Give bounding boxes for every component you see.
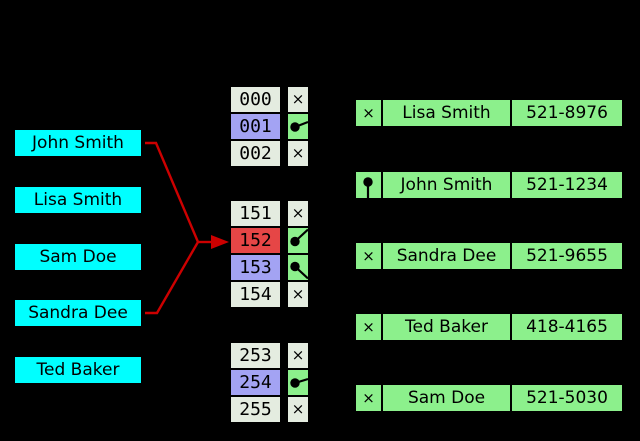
bucket-pointer-001 xyxy=(286,112,310,141)
bucket-pointer-253: × xyxy=(286,341,310,370)
entry-name: Ted Baker xyxy=(381,312,512,342)
entry-next-pointer: × xyxy=(354,383,383,413)
key-ted-baker: Ted Baker xyxy=(13,355,143,385)
arrow-from-john-smith xyxy=(145,141,200,243)
arrowhead-icon xyxy=(211,235,229,249)
null-pointer-icon: × xyxy=(291,346,305,364)
entry-lisa-smith: × Lisa Smith 521-8976 xyxy=(354,98,624,128)
entry-sandra-dee: × Sandra Dee 521-9655 xyxy=(354,241,624,271)
entry-phone: 521-5030 xyxy=(510,383,624,413)
bucket-row-152: 152 xyxy=(229,226,310,255)
entry-phone: 521-9655 xyxy=(510,241,624,271)
entry-next-pointer: × xyxy=(354,312,383,342)
bucket-row-253: 253 × xyxy=(229,341,310,370)
null-pointer-icon: × xyxy=(362,317,375,336)
bucket-row-153: 153 xyxy=(229,253,310,282)
bucket-row-254: 254 xyxy=(229,368,310,397)
pointer-dot-icon xyxy=(290,120,308,132)
null-pointer-icon: × xyxy=(291,144,305,162)
bucket-index-254: 254 xyxy=(229,368,282,397)
key-label: Sam Doe xyxy=(39,247,117,267)
bucket-row-154: 154 × xyxy=(229,280,310,309)
entry-next-pointer: × xyxy=(354,241,383,271)
entry-phone: 521-1234 xyxy=(510,170,624,200)
pointer-dot-icon xyxy=(290,228,308,247)
pointer-dot-icon xyxy=(290,261,308,280)
key-lisa-smith: Lisa Smith xyxy=(13,185,143,215)
bucket-group-151: 151 × 152 153 154 × xyxy=(229,199,310,309)
bucket-index-154: 154 xyxy=(229,280,282,309)
bucket-row-151: 151 × xyxy=(229,199,310,228)
entry-next-pointer: × xyxy=(354,98,383,128)
key-sandra-dee: Sandra Dee xyxy=(13,298,143,328)
null-pointer-icon: × xyxy=(291,400,305,418)
bucket-index-153: 153 xyxy=(229,253,282,282)
bucket-pointer-254 xyxy=(286,368,310,397)
key-john-smith: John Smith xyxy=(13,128,143,158)
bucket-index-255: 255 xyxy=(229,395,282,424)
key-label: Sandra Dee xyxy=(28,303,128,323)
arrow-from-sandra-dee xyxy=(145,241,200,315)
null-pointer-icon: × xyxy=(291,90,305,108)
bucket-index-000: 000 xyxy=(229,85,282,114)
key-label: Ted Baker xyxy=(36,360,120,380)
pointer-dot-icon xyxy=(290,377,308,388)
entry-name: Sam Doe xyxy=(381,383,512,413)
entry-phone: 418-4165 xyxy=(510,312,624,342)
key-label: Lisa Smith xyxy=(33,190,123,210)
bucket-index-253: 253 xyxy=(229,341,282,370)
bucket-pointer-154: × xyxy=(286,280,310,309)
null-pointer-icon: × xyxy=(362,103,375,122)
entry-next-pointer xyxy=(354,170,383,200)
entry-sam-doe: × Sam Doe 521-5030 xyxy=(354,383,624,413)
pointer-dot-icon xyxy=(363,177,373,198)
entry-name: Sandra Dee xyxy=(381,241,512,271)
bucket-index-002: 002 xyxy=(229,139,282,168)
bucket-group-000: 000 × 001 002 × xyxy=(229,85,310,168)
key-label: John Smith xyxy=(32,133,124,153)
bucket-pointer-000: × xyxy=(286,85,310,114)
entry-name: Lisa Smith xyxy=(381,98,512,128)
null-pointer-icon: × xyxy=(362,388,375,407)
null-pointer-icon: × xyxy=(362,246,375,265)
bucket-pointer-152 xyxy=(286,226,310,255)
bucket-index-151: 151 xyxy=(229,199,282,228)
entry-john-smith: John Smith 521-1234 xyxy=(354,170,624,200)
entry-phone: 521-8976 xyxy=(510,98,624,128)
entry-name: John Smith xyxy=(381,170,512,200)
bucket-pointer-151: × xyxy=(286,199,310,228)
entry-ted-baker: × Ted Baker 418-4165 xyxy=(354,312,624,342)
null-pointer-icon: × xyxy=(291,285,305,303)
bucket-group-253: 253 × 254 255 × xyxy=(229,341,310,424)
bucket-pointer-153 xyxy=(286,253,310,282)
null-pointer-icon: × xyxy=(291,204,305,222)
bucket-row-255: 255 × xyxy=(229,395,310,424)
bucket-index-152: 152 xyxy=(229,226,282,255)
bucket-pointer-255: × xyxy=(286,395,310,424)
bucket-index-001: 001 xyxy=(229,112,282,141)
key-sam-doe: Sam Doe xyxy=(13,242,143,272)
bucket-row-001: 001 xyxy=(229,112,310,141)
bucket-row-002: 002 × xyxy=(229,139,310,168)
bucket-row-000: 000 × xyxy=(229,85,310,114)
bucket-pointer-002: × xyxy=(286,139,310,168)
